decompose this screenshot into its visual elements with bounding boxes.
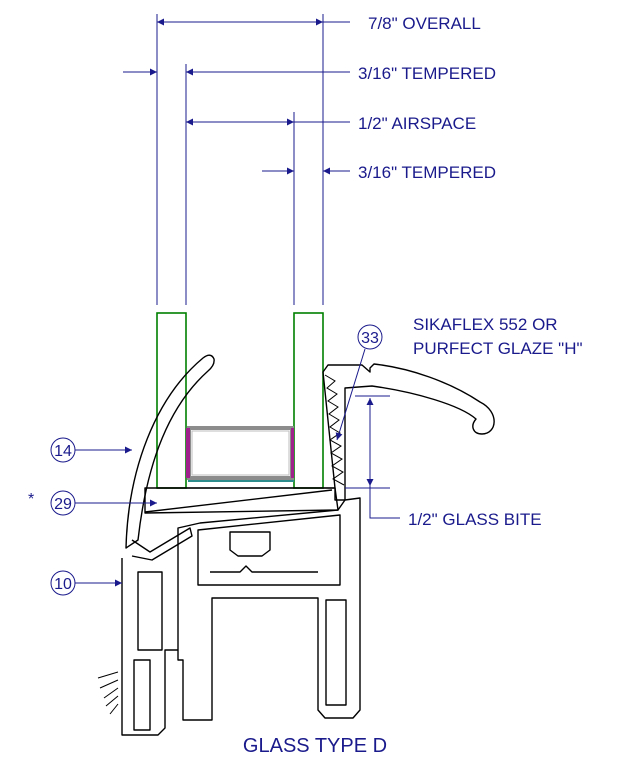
callout-10: 10 [50,570,122,596]
frame-internal-web [210,565,318,573]
glazing-stop-clip [131,527,193,561]
glazing-tape-left [186,428,190,478]
glazing-stop-profile [125,354,215,549]
sealant-bead [324,374,345,486]
frame-outer-profile [121,497,361,736]
dimension-label-airspace: 1/2" AIRSPACE [358,114,476,133]
callout-29: * 29 [28,490,157,516]
glazing-tape-right [291,428,294,478]
exterior-gasket [322,363,495,501]
callout-bubble-33 [357,324,383,350]
dimension-label-tempered-inner: 3/16" TEMPERED [358,163,496,182]
weather-strip-pile [97,671,119,715]
frame-right-chamber [325,599,347,706]
callout-14: 14 [50,437,132,463]
frame-left-chamber [137,571,163,651]
extension-lines [156,14,324,305]
callout-33: 33 [335,324,383,441]
callout-number-29: 29 [54,496,72,513]
exterior-gasket-outline [322,363,495,501]
setting-block-slope [144,489,333,513]
dimension-tempered-inner: 3/16" TEMPERED [262,163,496,182]
callout-number-10: 10 [54,576,72,593]
callout-asterisk: * [28,491,34,508]
dimension-label-glass-bite: 1/2" GLASS BITE [408,510,542,529]
glass-bite-leader [369,486,400,519]
ig-spacer-inner [191,430,290,476]
callout-number-33: 33 [361,330,379,347]
dimension-overall: 7/8" OVERALL [157,14,481,33]
dimension-airspace: 1/2" AIRSPACE [186,114,476,133]
inner-glass-lite [293,312,324,489]
sealant-note: SIKAFLEX 552 OR PURFECT GLAZE "H" [413,315,583,358]
frame-screw-boss [229,531,271,557]
dimension-tempered-outer: 3/16" TEMPERED [123,64,496,83]
glazing-stop [125,354,215,561]
frame-weep-slot [133,659,151,731]
frame-extrusion [97,497,361,736]
callout-number-14: 14 [54,443,72,460]
setting-block [144,487,339,514]
dimension-label-overall: 7/8" OVERALL [368,14,481,33]
ig-spacer [187,426,294,480]
frame-upper-chamber [197,514,341,586]
drawing-title: GLASS TYPE D [243,735,387,757]
dimension-glass-bite: 1/2" GLASS BITE [345,395,542,529]
leader-33 [335,348,366,441]
sealant-note-line2: PURFECT GLAZE "H" [413,339,583,358]
sealant-note-line1: SIKAFLEX 552 OR [413,315,558,334]
insulated-glass-unit [156,312,335,489]
dimension-label-tempered-outer: 3/16" TEMPERED [358,64,496,83]
